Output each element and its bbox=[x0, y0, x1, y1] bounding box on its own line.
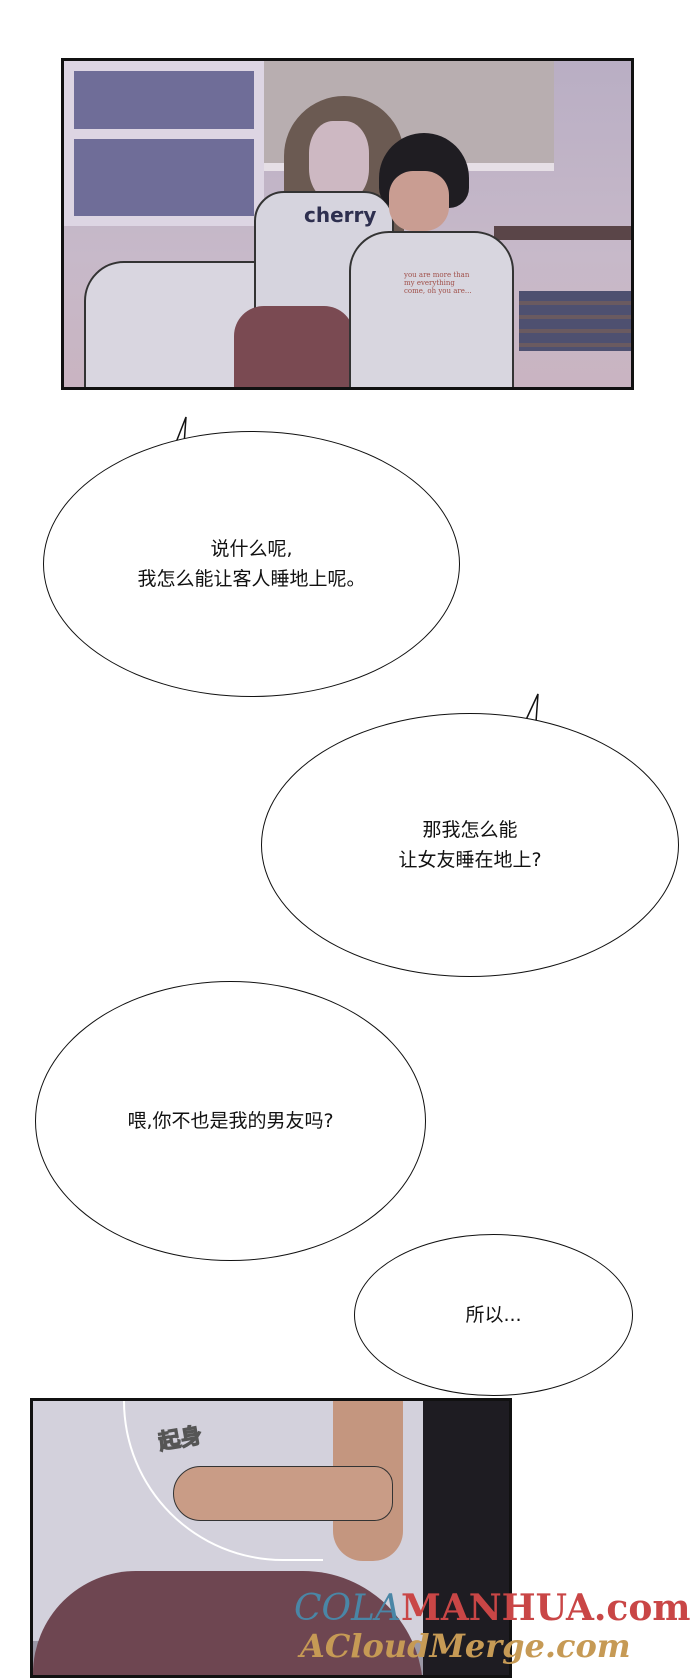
pants bbox=[33, 1571, 423, 1675]
bubble-line: 说什么呢, bbox=[210, 538, 293, 560]
bubble-line: 所以... bbox=[465, 1304, 522, 1326]
books bbox=[519, 291, 631, 351]
boy-shirt bbox=[349, 231, 514, 387]
watermark-acloud: ACloudMerge.com bbox=[300, 1627, 631, 1665]
shelf bbox=[494, 226, 631, 240]
boy-shirt-text: you are more than my everything come, oh… bbox=[404, 271, 472, 295]
speech-bubble-4: 所以... bbox=[354, 1234, 633, 1396]
watermark-line-1: COLAMANHUA.com bbox=[294, 1587, 690, 1629]
bubble-line: 那我怎么能 bbox=[422, 819, 518, 841]
comic-panel-1: cherry you are more than my everything c… bbox=[61, 58, 634, 390]
girl-pants bbox=[234, 306, 354, 387]
watermark-line-2: ACloudMerge.com bbox=[300, 1630, 631, 1662]
window bbox=[64, 61, 264, 226]
window-frame bbox=[64, 129, 264, 139]
bubble-line: 让女友睡在地上? bbox=[398, 849, 542, 871]
boy-face bbox=[389, 171, 449, 231]
girl-shirt-text: cherry bbox=[304, 203, 377, 227]
speech-bubble-3: 喂,你不也是我的男友吗? bbox=[35, 981, 426, 1261]
speech-bubble-2: 那我怎么能让女友睡在地上? bbox=[261, 713, 679, 977]
speech-bubble-1: 说什么呢, 我怎么能让客人睡地上呢。 bbox=[43, 431, 460, 697]
watermark-manhua: MANHUA.com bbox=[400, 1587, 690, 1629]
watermark-cola: COLA bbox=[294, 1588, 401, 1629]
bubble-line: 喂,你不也是我的男友吗? bbox=[127, 1110, 334, 1132]
girl-face bbox=[309, 121, 369, 201]
dark-clothing bbox=[423, 1401, 509, 1675]
comic-panel-2: 起身 bbox=[30, 1398, 512, 1678]
bubble-tail bbox=[524, 693, 539, 722]
bubble-line: 我怎么能让客人睡地上呢。 bbox=[137, 568, 366, 590]
